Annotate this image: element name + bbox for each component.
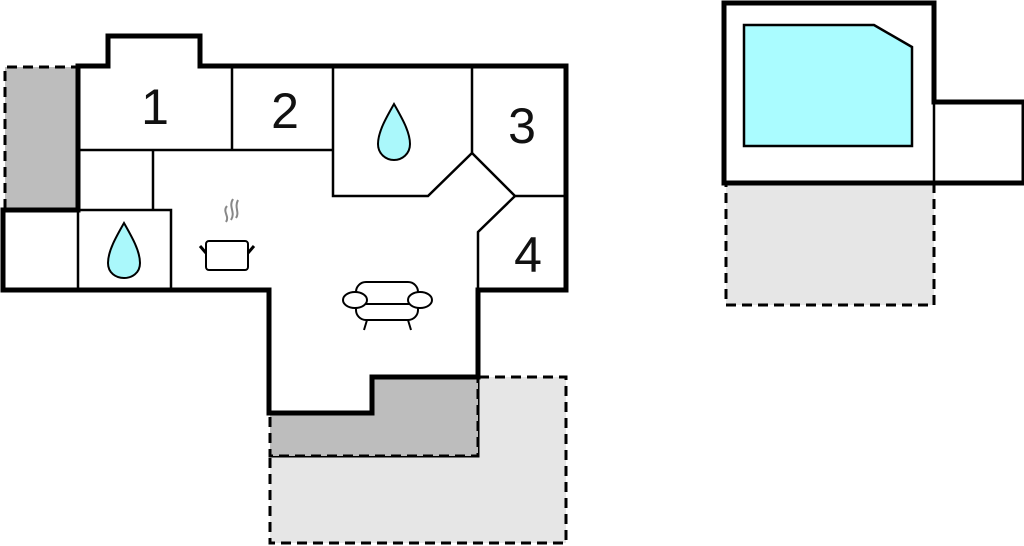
room-label-2: 2 (271, 83, 299, 139)
water-drop-icon (106, 220, 142, 280)
main-building (0, 33, 569, 416)
sofa-icon (342, 281, 433, 331)
left-covered-terrace (5, 67, 78, 209)
cooking-pot-icon (198, 198, 256, 271)
room-label-1: 1 (141, 79, 169, 135)
interior-walls (76, 66, 566, 290)
water-drop-icon (376, 101, 412, 162)
pool-area-terrace (724, 181, 936, 307)
swimming-pool (742, 23, 914, 148)
room-label-3: 3 (508, 98, 536, 154)
room-label-4: 4 (514, 227, 542, 283)
